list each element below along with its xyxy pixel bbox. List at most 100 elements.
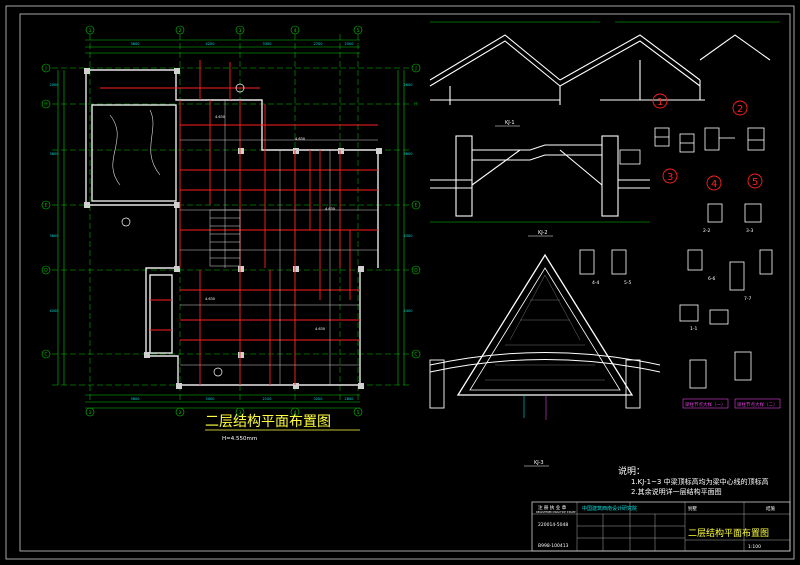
axis-row-label-right: D bbox=[414, 268, 418, 274]
node-details bbox=[619, 127, 765, 223]
detail-circle-3 bbox=[662, 168, 678, 184]
axis-row-label-left: H bbox=[44, 102, 47, 108]
dim-right: 3600 bbox=[404, 152, 413, 156]
detail-number-4: 4 bbox=[711, 179, 717, 190]
drawing-title: 二层结构平面布置图 bbox=[688, 527, 769, 539]
cut-label-5: 5-5 bbox=[624, 280, 631, 286]
detail-circle-2 bbox=[732, 100, 748, 116]
notes-line-1: 1.KJ-1~3 中梁顶标高均为梁中心线的顶标高 bbox=[631, 477, 769, 486]
cert-number: 220014-5048 bbox=[538, 522, 568, 528]
grid-axes bbox=[52, 34, 410, 400]
axis-col-label-bottom: 1 bbox=[89, 410, 92, 416]
cut-labels: 2-2 3-3 4-4 5-5 6-6 7-7 1-1 bbox=[592, 228, 753, 332]
axis-row-label-left: C bbox=[44, 352, 47, 358]
section-kj1: KJ-1 bbox=[429, 21, 780, 127]
dim-bottom: 2800 bbox=[345, 397, 354, 401]
dim-right: 2400 bbox=[404, 309, 413, 313]
dim-bottom: 2100 bbox=[263, 397, 272, 401]
axis-row-label-left: D bbox=[44, 268, 48, 274]
dim-left: 4200 bbox=[50, 309, 59, 313]
axis-row-label-left: E bbox=[45, 203, 48, 209]
dim-bottom: 3000 bbox=[206, 397, 215, 401]
detail-circle-4 bbox=[706, 175, 722, 191]
detail-number-5: 5 bbox=[752, 177, 758, 188]
project-name: 别墅 bbox=[688, 505, 697, 512]
axis-row-label-right: C bbox=[414, 352, 417, 358]
axis-bubbles bbox=[41, 25, 421, 417]
detail-circle-1 bbox=[652, 93, 668, 109]
kj1-label: KJ-1 bbox=[505, 120, 515, 126]
detail-number-2: 2 bbox=[737, 104, 743, 115]
scale: 1:100 bbox=[748, 544, 761, 550]
dim-left: 3600 bbox=[50, 152, 59, 156]
plan-title: 二层结构平面布置图 bbox=[205, 414, 331, 430]
cut-label-6: 6-6 bbox=[708, 276, 715, 282]
axis-col-label-top: 3 bbox=[239, 28, 242, 34]
section-kj2: KJ-2 bbox=[430, 135, 650, 237]
dim-top: 2500 bbox=[345, 42, 354, 46]
notes-line-2: 2.其余说明详一层结构平面图 bbox=[631, 487, 722, 496]
roof-hatching bbox=[485, 274, 605, 381]
detail-circle-5 bbox=[747, 173, 763, 189]
sheet-number: 结施 bbox=[766, 505, 775, 512]
dim-top: 4200 bbox=[206, 42, 215, 46]
dim-bottom: 3200 bbox=[314, 397, 323, 401]
dim-top: 2700 bbox=[314, 42, 323, 46]
axis-row-label-left: J bbox=[44, 66, 46, 72]
cert-number-2: B998-100413 bbox=[538, 543, 569, 549]
callout-node-2: 梁柱节点大样（二） bbox=[737, 401, 778, 408]
staircase bbox=[209, 209, 241, 267]
beams bbox=[100, 60, 378, 385]
section-markers bbox=[121, 83, 245, 377]
plan-dimension-lines bbox=[57, 39, 405, 409]
axis-row-label-right: H bbox=[414, 102, 417, 108]
opening-outline bbox=[109, 109, 161, 186]
room-elevation-label: 4.630 bbox=[315, 327, 325, 331]
kj2-label: KJ-2 bbox=[538, 230, 548, 236]
axis-col-label-top: 4 bbox=[294, 28, 297, 34]
room-elevation-label: 4.630 bbox=[215, 115, 225, 119]
drawing-border bbox=[19, 13, 791, 552]
walls bbox=[85, 69, 379, 386]
axis-col-label-top: 5 bbox=[357, 28, 360, 34]
axis-col-label-top: 1 bbox=[89, 28, 92, 34]
axis-col-label-top: 2 bbox=[179, 28, 182, 34]
room-elevation-label: 4.630 bbox=[205, 297, 215, 301]
dim-left: 2000 bbox=[50, 83, 59, 87]
room-elevation-label: 4.630 bbox=[325, 207, 335, 211]
institute-name: 中国建筑西南设计研究院 bbox=[582, 505, 637, 512]
dim-right: 2600 bbox=[404, 83, 413, 87]
dim-top: 3600 bbox=[131, 42, 140, 46]
dim-right: 4300 bbox=[404, 234, 413, 238]
title-block: 注 册 执 业 章 REGISTERED PRACTICE STAMP 中国建筑… bbox=[531, 501, 791, 552]
axis-col-label-bottom: 4 bbox=[294, 410, 297, 416]
axis-row-label-right: J bbox=[414, 66, 416, 72]
sheet-frame bbox=[5, 5, 795, 560]
room-elevation-label: 4.630 bbox=[295, 137, 305, 141]
columns bbox=[84, 68, 382, 389]
kj3-label: KJ-3 bbox=[534, 460, 544, 466]
section-kj3: KJ-3 bbox=[429, 253, 661, 467]
notes-heading: 说明： bbox=[618, 465, 645, 477]
axis-row-label-right: E bbox=[415, 203, 418, 209]
detail-number-1: 1 bbox=[657, 97, 663, 108]
detail-number-3: 3 bbox=[667, 172, 673, 183]
bracket-details bbox=[579, 249, 773, 389]
dim-bottom: 3600 bbox=[131, 397, 140, 401]
plan-labels: 二层结构平面布置图 H=4.550mm bbox=[205, 414, 360, 442]
cut-label-7: 7-7 bbox=[744, 296, 751, 302]
floor-plan bbox=[41, 25, 421, 417]
axis-col-label-bottom: 5 bbox=[357, 410, 360, 416]
cut-label-4: 4-4 bbox=[592, 280, 599, 286]
stamp-label: 注 册 执 业 章 bbox=[538, 504, 567, 511]
dim-top: 3300 bbox=[263, 42, 272, 46]
callout-node-1: 梁柱节点大样（一） bbox=[685, 401, 726, 408]
stamp-sub: REGISTERED PRACTICE STAMP bbox=[536, 510, 576, 514]
axis-col-label-bottom: 3 bbox=[239, 410, 242, 416]
axis-col-label-bottom: 2 bbox=[179, 410, 182, 416]
callouts: 梁柱节点大样（一） 梁柱节点大样（二） bbox=[682, 398, 781, 409]
cut-label-2: 2-2 bbox=[703, 228, 710, 234]
plan-elevation: H=4.550mm bbox=[222, 436, 257, 442]
dim-left: 3600 bbox=[50, 234, 59, 238]
